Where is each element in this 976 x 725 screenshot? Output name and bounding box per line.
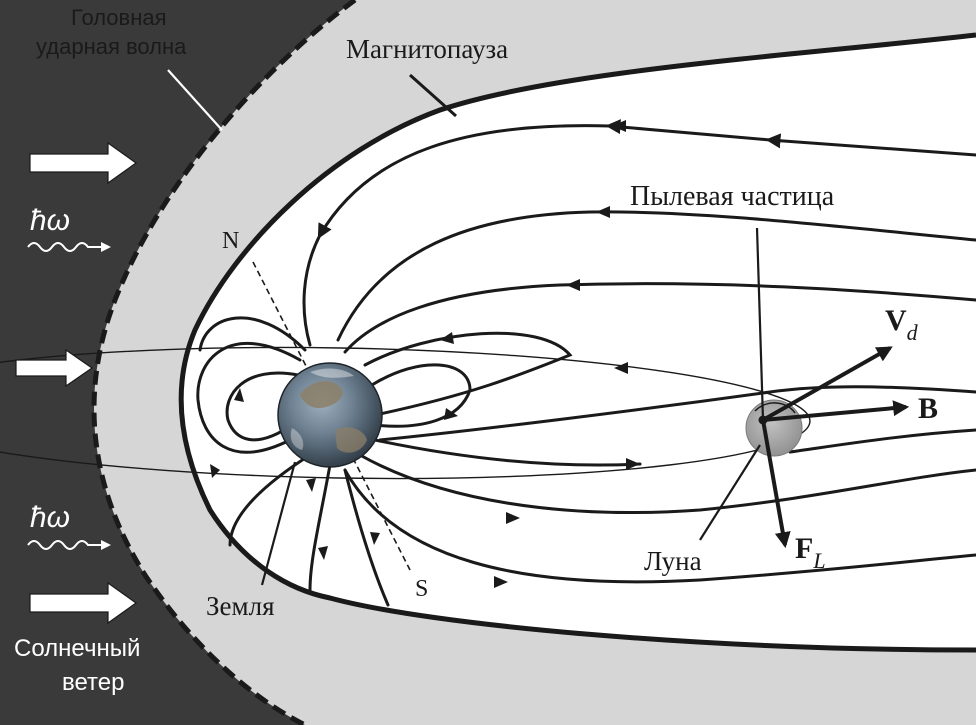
field-line <box>343 282 976 354</box>
field-line-arrowhead-icon <box>612 120 626 132</box>
field-line-arrowheads <box>210 120 640 588</box>
field-line <box>363 331 573 417</box>
bow-shock-label-line1: Головная <box>71 5 167 30</box>
field-line <box>373 438 642 467</box>
bow-shock-pointer <box>167 69 223 131</box>
earth-pointer <box>260 461 297 586</box>
field-line-arrowhead-icon <box>494 576 508 588</box>
moon-pointer <box>699 444 761 541</box>
field-line-arrowhead-icon <box>234 388 244 402</box>
solar-wind-label-line1: Солнечный <box>14 635 140 662</box>
field-line-arrowhead-icon <box>506 512 520 524</box>
field-line <box>788 428 976 454</box>
moon-label: Луна <box>644 546 702 576</box>
field-label: B <box>918 392 938 425</box>
solar-wind-arrow-icon <box>29 581 138 625</box>
photon-wave-icon <box>27 242 111 252</box>
lunar-orbit <box>0 346 811 480</box>
field-line-arrowhead-icon <box>306 478 316 492</box>
field-line-arrowhead-icon <box>370 532 380 545</box>
field-line <box>343 468 976 584</box>
bow-shock-label-line2: ударная волна <box>36 34 187 59</box>
solar-wind-arrows <box>15 141 138 625</box>
field-line <box>358 453 976 515</box>
solar-wind-label-line2: ветер <box>62 669 124 696</box>
force-vector <box>761 419 791 549</box>
north-pole-label: N <box>222 228 239 254</box>
field-line-arrowhead-icon <box>444 408 458 420</box>
photon-wave-icon <box>27 540 111 550</box>
photon-label-bottom: ħω <box>30 501 70 534</box>
field-line <box>196 341 302 454</box>
field-line-arrowhead-icon <box>566 279 580 291</box>
dust-particle-label: Пылевая частица <box>630 181 835 212</box>
photon-label-top: ħω <box>30 204 70 237</box>
field-vector <box>762 400 910 422</box>
bow-shock-line <box>91 0 357 725</box>
field-line-arrowhead-icon <box>318 546 328 560</box>
south-pole-label: S <box>415 576 428 602</box>
field-line <box>343 468 390 607</box>
field-line-arrowhead-icon <box>614 362 628 374</box>
field-lines <box>196 119 976 607</box>
earth-label: Земля <box>206 591 275 621</box>
earth <box>277 362 383 468</box>
field-line <box>370 363 472 428</box>
solar-wind-arrow-icon <box>15 348 94 388</box>
gyration-arc-icon <box>754 402 796 414</box>
magnetopause-label: Магнитопауза <box>346 34 508 64</box>
field-line <box>378 385 976 442</box>
moon <box>745 399 803 457</box>
force-label: FL <box>795 532 826 573</box>
velocity-label: Vd <box>885 304 919 345</box>
field-line-arrowhead-icon <box>596 206 610 218</box>
field-line <box>198 316 307 352</box>
solar-wind-arrow-icon <box>29 141 138 185</box>
field-line-arrowhead-icon <box>440 332 454 344</box>
field-line-arrowhead-icon <box>626 458 640 470</box>
field-line <box>302 119 976 347</box>
velocity-vector <box>762 346 893 422</box>
field-line-arrowhead-icon <box>210 464 220 478</box>
field-line <box>308 463 332 592</box>
dust-particle-pointer <box>755 227 765 421</box>
field-line <box>336 210 976 342</box>
magnetopause-pointer <box>409 73 457 118</box>
field-line <box>225 371 300 442</box>
magnetopause-boundary <box>178 32 976 653</box>
